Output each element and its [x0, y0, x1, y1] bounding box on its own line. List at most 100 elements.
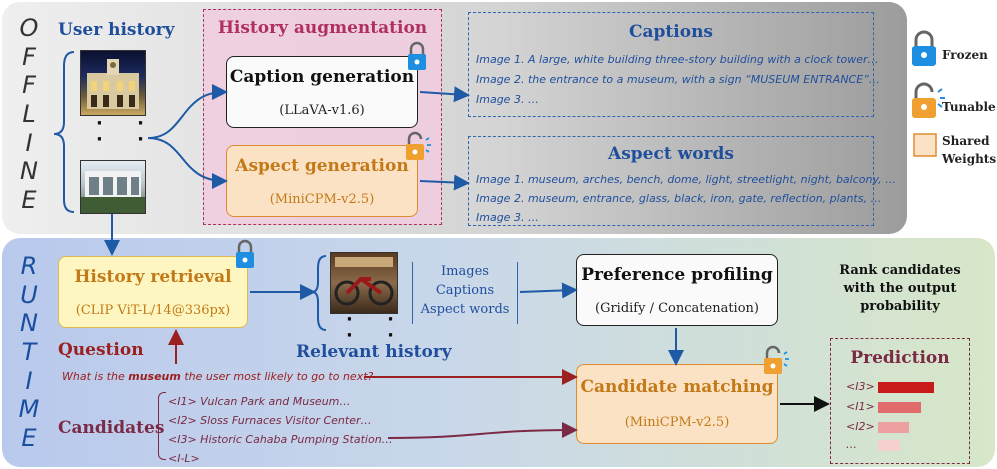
- prediction-box: [830, 338, 970, 464]
- prediction-label: <I3>: [846, 380, 875, 393]
- candidate-item: <I3> Historic Cahaba Pumping Station…: [168, 433, 393, 446]
- history-retrieval-box: History retrieval (CLIP ViT-L/14@336px): [58, 256, 248, 328]
- prediction-label: <I2>: [846, 420, 875, 433]
- lock-closed-icon: [912, 30, 936, 66]
- preference-profiling-box: Preference profiling (Gridify / Concaten…: [576, 254, 778, 326]
- relevant-photo: [330, 252, 398, 314]
- arrow-to-aspect: [147, 137, 228, 189]
- lock-open-icon: [912, 82, 945, 118]
- runtime-label: R U N T I M E: [14, 252, 44, 452]
- offline-letter: N: [20, 157, 38, 186]
- runtime-letter: N: [20, 309, 38, 338]
- offline-letter: L: [22, 99, 36, 128]
- aspect-line: Image 2. museum, entrance, glass, black,…: [476, 192, 882, 205]
- rank-note: Rank candidates with the output probabil…: [820, 262, 980, 316]
- captions-title: Captions: [628, 22, 713, 42]
- candidates-bracket: [158, 392, 166, 460]
- legend-tunable: Tunable: [942, 100, 996, 114]
- prediction-label: <I1>: [846, 400, 875, 413]
- prediction-bars: [878, 380, 954, 456]
- question-post: the user most likely to go to next?: [180, 370, 374, 383]
- relevant-brace: [311, 255, 327, 331]
- rank-line: probability: [860, 299, 940, 314]
- caption-generation-box: Caption generation (LLaVA-v1.6): [226, 56, 418, 128]
- history-ellipsis-dots: · ·· ·: [96, 113, 158, 150]
- caption-generation-title: Caption generation: [229, 67, 415, 87]
- prediction-label: …: [846, 438, 857, 451]
- offline-label: O F F L I N E: [14, 14, 44, 214]
- candidates-label: Candidates: [58, 418, 165, 438]
- relevant-ellipsis-dots: · ·· ·: [346, 309, 408, 346]
- legend-weights: Weights: [942, 152, 997, 166]
- lock-closed-icon: [236, 239, 254, 268]
- relevant-items: [412, 262, 518, 324]
- runtime-letter: T: [21, 337, 37, 366]
- candidate-item: <I1> Vulcan Park and Museum…: [168, 395, 351, 408]
- candidate-item: <I2> Sloss Furnaces Visitor Center…: [168, 414, 372, 427]
- offline-letter: F: [22, 42, 36, 71]
- history-retrieval-model: (CLIP ViT-L/14@336px): [75, 303, 231, 318]
- runtime-letter: M: [18, 395, 40, 424]
- arrow-to-captions: [419, 86, 470, 103]
- captions-box: [468, 12, 874, 117]
- caption-line: Image 3. …: [476, 93, 539, 106]
- runtime-letter: U: [20, 280, 38, 309]
- prediction-bar: [878, 440, 900, 451]
- runtime-letter: E: [21, 423, 37, 452]
- offline-letter: F: [22, 71, 36, 100]
- history-retrieval-title: History retrieval: [74, 267, 232, 287]
- aspect-line: Image 3. …: [476, 211, 539, 224]
- prediction-bar: [878, 402, 921, 413]
- aspect-generation-model: (MiniCPM-v2.5): [269, 192, 375, 207]
- rank-line: with the output: [843, 281, 957, 296]
- question-text: What is the museum the user most likely …: [62, 370, 373, 383]
- candidate-item: <I-L>: [168, 452, 200, 465]
- runtime-letter: I: [25, 366, 33, 395]
- candidate-matching-model: (MiniCPM-v2.5): [624, 415, 730, 430]
- prediction-bar: [878, 382, 934, 393]
- preference-profiling-method: (Gridify / Concatenation): [595, 301, 759, 316]
- prediction-title: Prediction: [850, 348, 950, 368]
- offline-letter: I: [25, 128, 33, 157]
- user-history-brace: [53, 51, 75, 213]
- history-photo-2: [80, 160, 146, 214]
- user-history-label: User history: [58, 20, 175, 40]
- relevant-item: Images: [441, 264, 489, 279]
- lock-open-icon: [764, 345, 789, 374]
- offline-letter: O: [19, 14, 39, 42]
- prediction-bar: [878, 422, 909, 433]
- aspect-words-title: Aspect words: [608, 144, 734, 164]
- arrow-candidates-to-matching: [387, 422, 578, 439]
- legend-frozen: Frozen: [942, 48, 988, 62]
- question-label: Question: [58, 340, 144, 360]
- candidate-matching-title: Candidate matching: [580, 377, 774, 397]
- caption-generation-model: (LLaVA-v1.6): [279, 103, 365, 118]
- caption-line: Image 1. A large, white building three-s…: [476, 53, 879, 66]
- offline-letter: E: [21, 185, 37, 214]
- arrow-relevant-to-profiling: [519, 282, 578, 299]
- aspect-generation-box: Aspect generation (MiniCPM-v2.5): [226, 145, 418, 217]
- legend: Frozen Tunable Shared Weights: [910, 30, 997, 210]
- shared-weights-swatch: [913, 133, 937, 157]
- legend-icons: [912, 30, 945, 157]
- question-emph: museum: [128, 370, 181, 383]
- aspect-line: Image 1. museum, arches, bench, dome, li…: [476, 173, 897, 186]
- lock-open-icon: [406, 131, 431, 160]
- history-photo-1: [80, 50, 146, 116]
- preference-profiling-title: Preference profiling: [581, 265, 773, 285]
- caption-line: Image 2. the entrance to a museum, with …: [476, 73, 880, 86]
- candidate-matching-box: Candidate matching (MiniCPM-v2.5): [576, 364, 778, 444]
- relevant-history-label: Relevant history: [296, 342, 452, 362]
- relevant-item: Captions: [435, 283, 495, 298]
- relevant-item: Aspect words: [420, 302, 510, 317]
- offline-panel: [2, 2, 907, 234]
- runtime-letter: R: [20, 252, 38, 280]
- rank-line: Rank candidates: [839, 263, 961, 278]
- question-pre: What is the: [62, 370, 129, 383]
- arrow-to-aspects: [419, 174, 470, 191]
- lock-closed-icon: [408, 41, 426, 70]
- arrow-to-caption: [147, 84, 228, 139]
- history-augmentation-title: History augmentation: [217, 18, 428, 38]
- aspect-generation-title: Aspect generation: [235, 156, 409, 176]
